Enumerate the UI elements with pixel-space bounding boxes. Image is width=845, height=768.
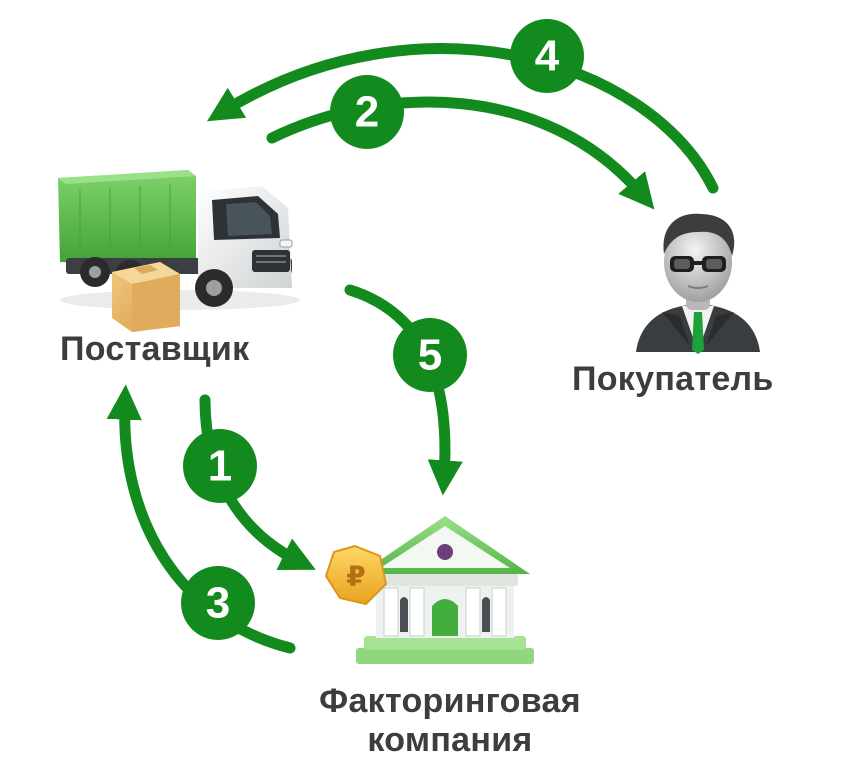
ruble-coin-icon: ₽ xyxy=(324,544,388,606)
arrow-step-3 xyxy=(106,384,296,654)
step-number: 5 xyxy=(418,331,442,380)
step-number: 3 xyxy=(206,579,230,628)
arrow-step-2 xyxy=(266,96,655,210)
step-badge-3: 3 xyxy=(181,566,255,640)
parcel-box-icon xyxy=(112,262,180,332)
bank-building-icon: ₽ xyxy=(324,516,534,664)
step-badge-1: 1 xyxy=(183,429,257,503)
arrow-step-4 xyxy=(207,43,719,194)
step-number: 2 xyxy=(355,88,379,137)
ruble-symbol: ₽ xyxy=(346,561,365,592)
step-number: 1 xyxy=(208,442,232,491)
factoring-company-label: Факторинговая компания xyxy=(319,682,581,760)
buyer-label: Покупатель xyxy=(572,360,774,398)
businessman-avatar-icon xyxy=(636,213,760,354)
step-badge-4: 4 xyxy=(510,19,584,93)
step-badge-5: 5 xyxy=(393,318,467,392)
delivery-truck-icon xyxy=(58,170,300,332)
step-badge-2: 2 xyxy=(330,75,404,149)
supplier-label: Поставщик xyxy=(60,330,250,368)
step-number: 4 xyxy=(535,32,560,81)
